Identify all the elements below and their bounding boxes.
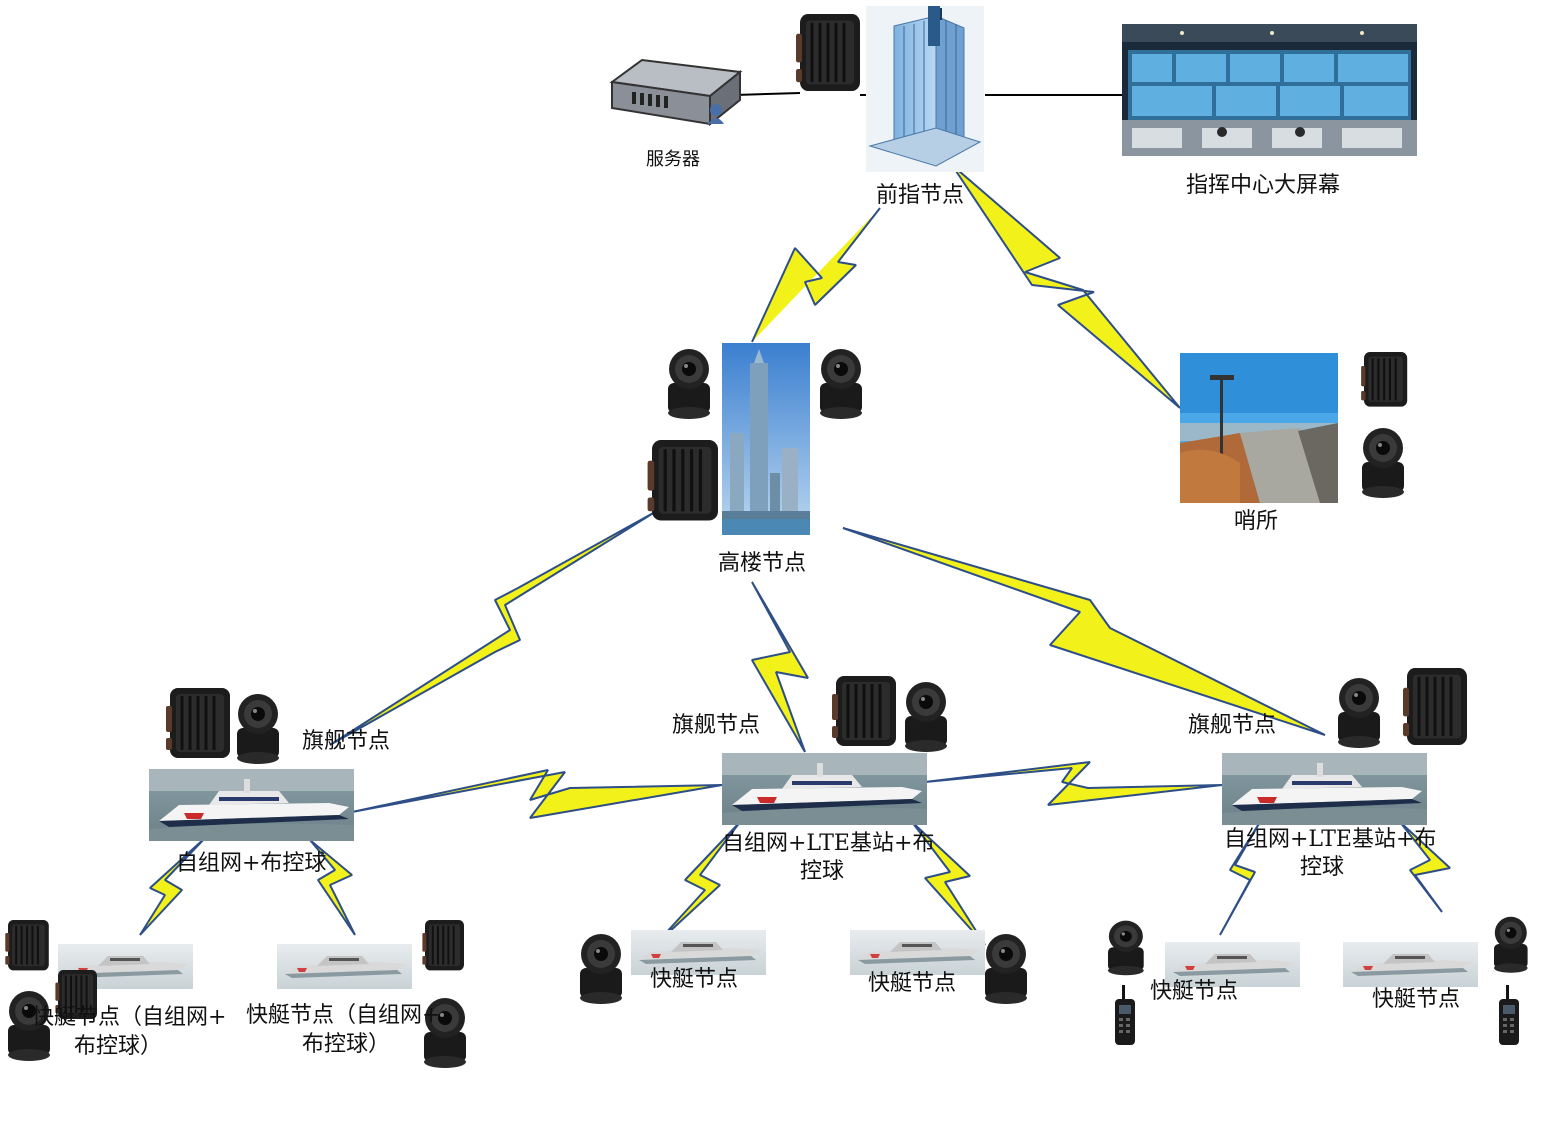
rugged-radio-case-icon (1359, 350, 1409, 408)
caption-speedboat-1-line1: 快艇节点（自组网+ (32, 1005, 227, 1030)
ptz-dome-camera-icon (1338, 678, 1380, 748)
walkie-talkie-icon (1499, 985, 1519, 1045)
speedboat-icon (850, 930, 985, 975)
label-front-command-node: 前指节点 (876, 183, 965, 208)
ptz-dome-camera-icon (668, 349, 710, 419)
label-speedboat-4: 快艇节点 (868, 971, 957, 996)
ptz-dome-camera-icon (580, 934, 622, 1004)
wireless-link-front-to-high-building (751, 207, 881, 343)
caption-speedboat-1-line2: 布控球） (74, 1034, 163, 1059)
ptz-dome-camera-icon (237, 694, 279, 764)
ship-icon (149, 769, 354, 841)
rugged-radio-case-icon (830, 674, 898, 748)
label-server: 服务器 (646, 149, 700, 170)
caption-flagship-center-line2: 控球 (800, 859, 845, 884)
label-speedboat-6: 快艇节点 (1372, 987, 1461, 1012)
label-flagship-right: 旗舰节点 (1188, 713, 1277, 738)
label-flagship-left: 旗舰节点 (302, 729, 391, 754)
wireless-link-flagship-left-to-center (351, 769, 723, 819)
label-flagship-center: 旗舰节点 (672, 713, 761, 738)
walkie-talkie-icon (1115, 985, 1135, 1045)
caption-speedboat-2-line2: 布控球） (302, 1032, 391, 1057)
rugged-radio-case-icon (4, 918, 50, 972)
label-speedboat-3: 快艇节点 (650, 967, 739, 992)
ptz-dome-camera-icon (1108, 920, 1144, 976)
caption-flagship-right-line1: 自组网+LTE基站+布 (1224, 827, 1437, 852)
wireless-link-high-to-flagship-right (842, 527, 1326, 736)
ptz-dome-camera-icon (820, 349, 862, 419)
sentry-post-icon (1180, 353, 1338, 503)
wireless-link-flagship-center-to-boat-4 (911, 821, 986, 946)
rugged-radio-case-icon (794, 12, 862, 93)
caption-speedboat-2-line1: 快艇节点（自组网+ (246, 1003, 441, 1028)
wireless-link-high-to-flagship-center (751, 581, 809, 753)
label-sentry: 哨所 (1234, 509, 1279, 534)
wireless-link-front-to-sentry (951, 164, 1181, 409)
server-icon (609, 58, 743, 127)
caption-flagship-center-line1: 自组网+LTE基站+布 (722, 831, 935, 856)
caption-flagship-right-line2: 控球 (1300, 855, 1345, 880)
command-center-screen-icon (1122, 24, 1417, 156)
ptz-dome-camera-icon (905, 682, 947, 752)
rugged-radio-case-icon (1401, 666, 1469, 747)
rugged-radio-case-icon (421, 918, 466, 972)
skyscraper-icon (722, 343, 810, 535)
speedboat-icon (1343, 942, 1478, 987)
ptz-dome-camera-icon (1494, 916, 1528, 973)
speedboat-icon (277, 944, 412, 989)
ship-icon (722, 753, 927, 825)
ptz-dome-camera-icon (1362, 428, 1404, 498)
wireless-link-flagship-right-to-boat-6 (1399, 821, 1451, 913)
ptz-dome-camera-icon (985, 934, 1027, 1004)
wireless-links (139, 164, 1451, 946)
label-speedboat-5: 快艇节点 (1150, 979, 1239, 1004)
label-high-building-node: 高楼节点 (718, 551, 807, 576)
caption-flagship-left: 自组网+布控球 (176, 851, 327, 876)
wireless-link-flagship-left-to-boat-1 (139, 837, 206, 936)
wireless-link-flagship-left-to-boat-2 (309, 839, 356, 936)
ship-icon (1222, 753, 1427, 825)
label-command-center-screen: 指挥中心大屏幕 (1186, 173, 1341, 198)
wireless-link-flagship-center-to-right (924, 761, 1223, 806)
wireless-link-high-to-flagship-left (329, 511, 656, 746)
office-building-icon (866, 6, 984, 172)
wireless-link-flagship-right-to-boat-5 (1219, 821, 1261, 936)
rugged-radio-case-icon (164, 686, 232, 760)
rugged-radio-case-icon (645, 438, 720, 523)
